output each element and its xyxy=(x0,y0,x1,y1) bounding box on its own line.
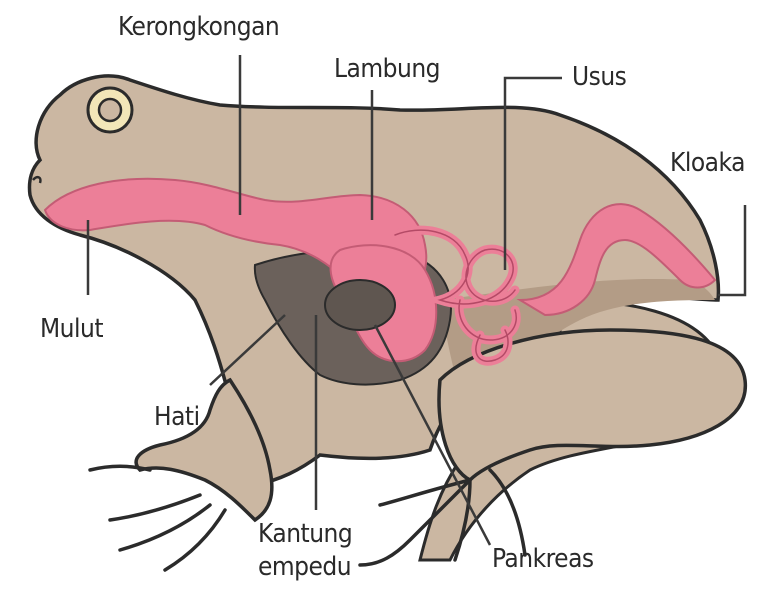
hind-leg-near xyxy=(439,330,745,480)
leader-kloaka xyxy=(718,205,745,295)
label-kerongkongan: Kerongkongan xyxy=(118,14,279,40)
label-kantung-empedu: Kantung empedu xyxy=(258,518,398,583)
label-kantung-empedu-line2: empedu xyxy=(258,551,398,584)
label-kantung-empedu-line1: Kantung xyxy=(258,518,398,551)
label-mulut: Mulut xyxy=(40,316,103,342)
label-lambung: Lambung xyxy=(334,56,440,82)
eye-inner xyxy=(99,99,121,121)
label-kloaka: Kloaka xyxy=(670,150,745,176)
gall-bladder xyxy=(325,280,395,330)
label-hati: Hati xyxy=(154,404,200,430)
label-usus: Usus xyxy=(572,64,626,90)
label-pankreas: Pankreas xyxy=(492,546,594,572)
